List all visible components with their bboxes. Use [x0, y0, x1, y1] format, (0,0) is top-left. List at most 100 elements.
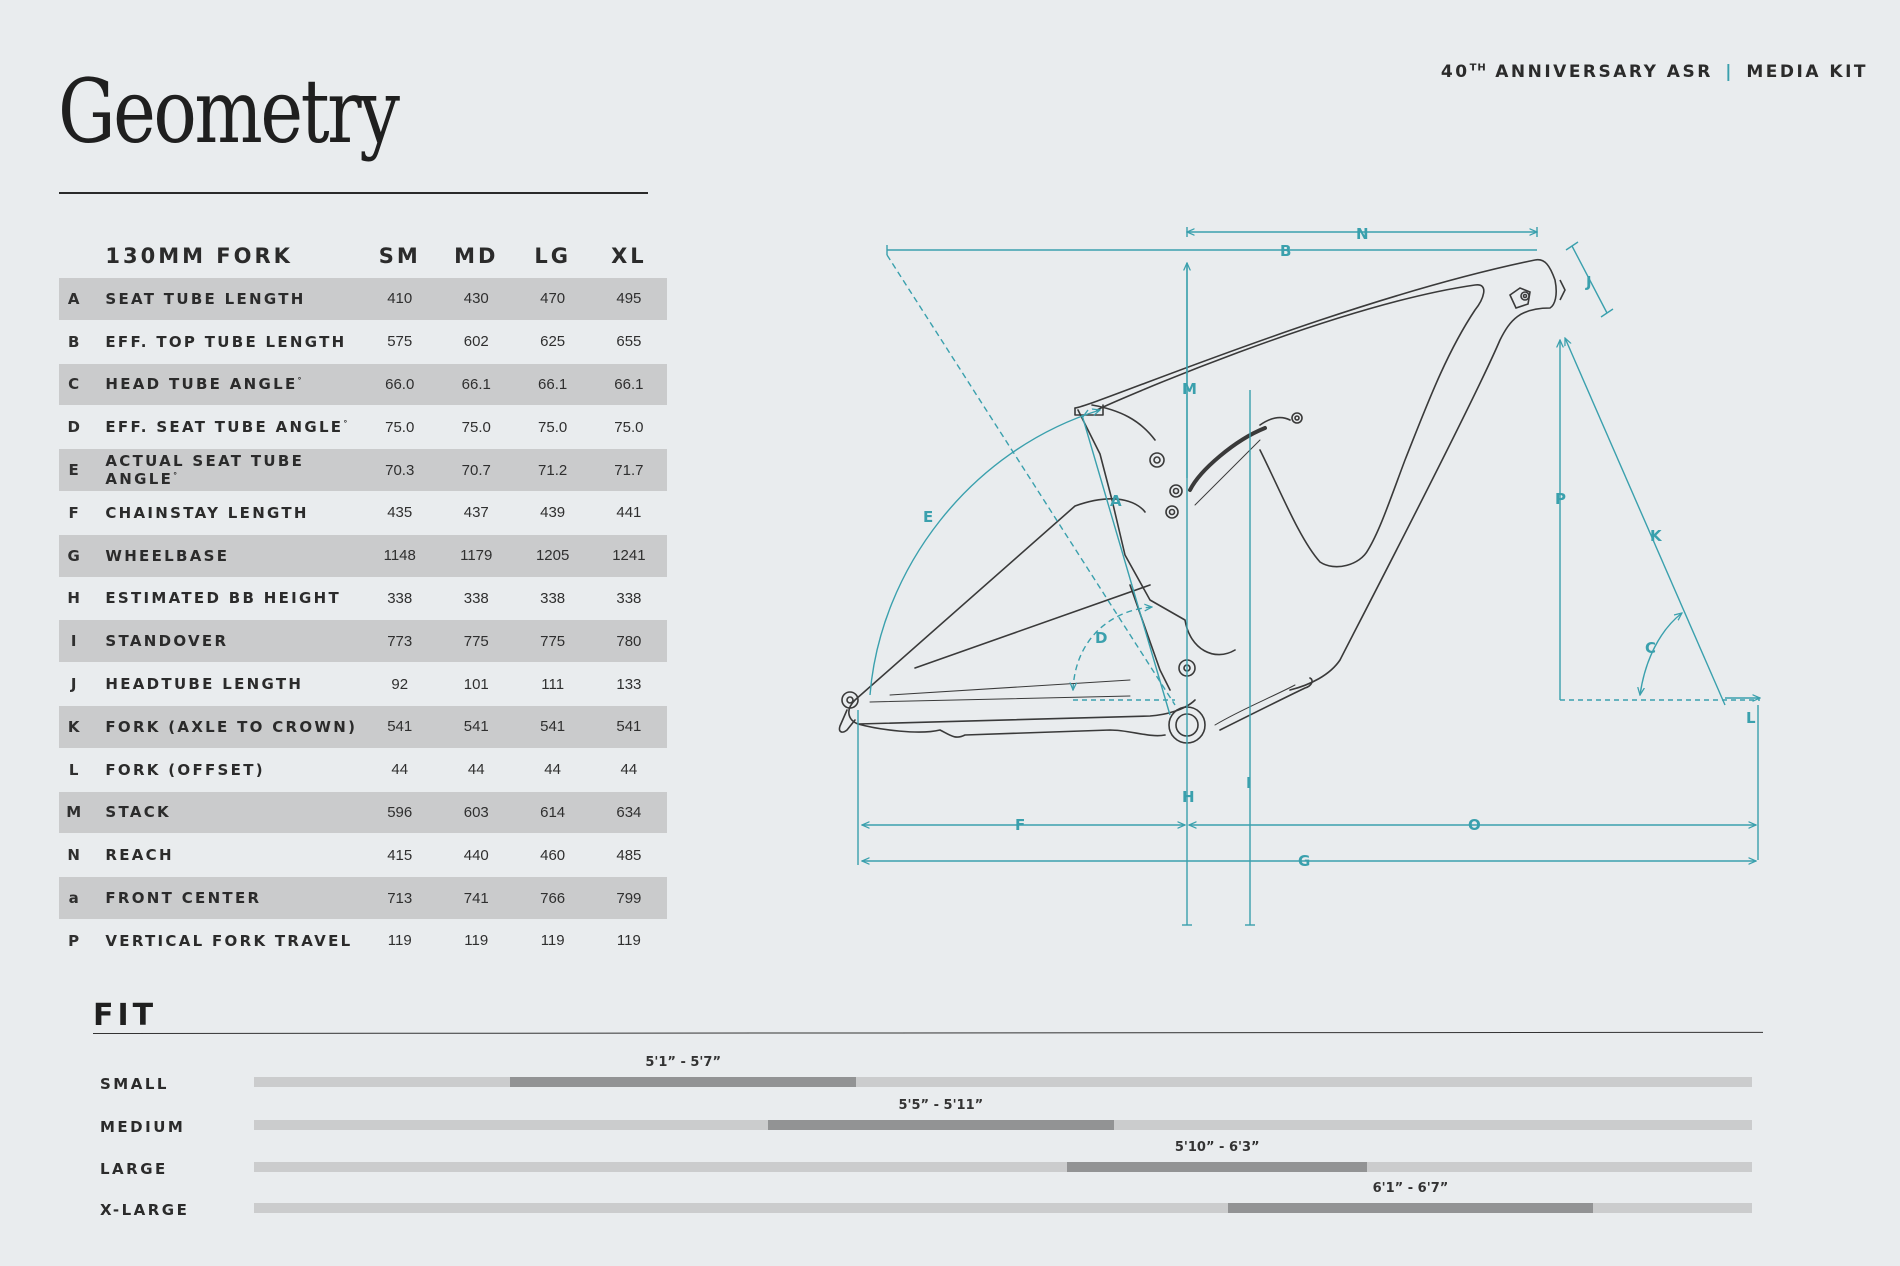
fit-row: X-LARGE 6'1” - 6'7” — [0, 1181, 1900, 1219]
row-label-degree: ° — [343, 419, 348, 429]
row-letter: E — [59, 448, 89, 492]
row-value-sm: 435 — [361, 490, 438, 535]
row-value-lg: 439 — [514, 490, 591, 535]
row-value-md: 602 — [437, 319, 515, 364]
row-value-lg: 71.2 — [514, 448, 591, 492]
row-letter: A — [59, 277, 89, 321]
row-label-text: STANDOVER — [105, 632, 229, 651]
row-value-lg: 625 — [514, 319, 591, 364]
row-value-lg: 119 — [514, 918, 591, 962]
fit-range-bar — [767, 1120, 1114, 1130]
row-label-degree: ° — [297, 376, 302, 386]
row-value-xl: 75.0 — [590, 405, 667, 449]
row-letter: C — [59, 362, 89, 406]
row-value-lg: 44 — [514, 747, 591, 792]
row-letter: L — [59, 747, 89, 792]
fit-range-label: 6'1” - 6'7” — [1372, 1181, 1449, 1196]
media-kit-header: 40TH ANNIVERSARY ASR | MEDIA KIT — [1441, 62, 1868, 82]
fit-range-label: 5'1” - 5'7” — [645, 1055, 722, 1070]
size-header-sm: SM — [378, 244, 421, 268]
row-value-xl: 541 — [590, 704, 667, 749]
dim-label-d: D — [1095, 629, 1107, 647]
dim-label-p: P — [1555, 490, 1566, 508]
row-label-text: REACH — [105, 846, 174, 865]
dim-label-g: G — [1298, 852, 1310, 870]
header-anniversary-text: ANNIVERSARY ASR — [1495, 62, 1713, 82]
dim-label-k: K — [1650, 527, 1663, 545]
row-letter: P — [59, 918, 89, 962]
row-value-xl: 780 — [590, 619, 667, 663]
row-value-lg: 338 — [514, 576, 591, 620]
row-value-md: 430 — [437, 277, 515, 321]
row-label-text: ACTUAL SEAT TUBE ANGLE — [105, 452, 305, 489]
row-value-sm: 92 — [361, 662, 438, 706]
row-letter: N — [59, 833, 89, 877]
fit-range-label: 5'10” - 6'3” — [1174, 1140, 1260, 1155]
dim-label-j: J — [1585, 273, 1592, 291]
row-label-text: STACK — [105, 803, 171, 822]
row-value-sm: 713 — [361, 876, 438, 920]
row-value-lg: 541 — [514, 704, 591, 749]
header-anniversary-number: 40 — [1440, 62, 1470, 82]
row-letter: I — [59, 619, 89, 663]
row-value-xl: 655 — [590, 319, 667, 364]
dim-label-l: L — [1746, 709, 1756, 727]
row-label: HEAD TUBE ANGLE° — [88, 362, 362, 406]
row-value-xl: 485 — [590, 833, 667, 877]
dimension-lines — [857, 227, 1760, 926]
fit-size-label: X-LARGE — [100, 1201, 190, 1219]
fit-range-label: 5'5” - 5'11” — [898, 1098, 984, 1113]
row-letter: M — [59, 790, 89, 834]
row-value-lg: 775 — [514, 619, 591, 663]
row-value-lg: 460 — [514, 833, 591, 877]
row-value-xl: 634 — [590, 790, 667, 834]
row-label: EFF. SEAT TUBE ANGLE° — [88, 405, 362, 449]
fit-track — [254, 1077, 1752, 1087]
row-label: FRONT CENTER — [88, 876, 362, 920]
row-letter: K — [59, 704, 89, 749]
row-label: WHEELBASE — [88, 533, 362, 578]
row-label-text: WHEELBASE — [105, 546, 230, 565]
row-value-xl: 44 — [590, 747, 667, 792]
row-letter: G — [59, 533, 89, 578]
row-label-text: VERTICAL FORK TRAVEL — [105, 931, 353, 950]
row-value-md: 541 — [437, 704, 515, 749]
size-header-xl: XL — [611, 244, 647, 268]
row-value-md: 603 — [437, 790, 515, 834]
fit-range-bar — [1227, 1203, 1594, 1213]
header-media-kit: MEDIA KIT — [1746, 62, 1868, 82]
dim-label-c: C — [1645, 639, 1656, 657]
row-letter: J — [59, 662, 89, 706]
row-label-text: EFF. SEAT TUBE ANGLE — [105, 418, 344, 437]
row-value-lg: 111 — [514, 662, 591, 706]
row-value-sm: 66.0 — [361, 362, 438, 406]
row-value-xl: 1241 — [590, 533, 667, 578]
row-value-sm: 541 — [361, 704, 438, 749]
dimension-labels: A B C D E F G H I J K L M N O P — [923, 225, 1756, 870]
row-value-md: 101 — [437, 662, 515, 706]
row-value-xl: 66.1 — [590, 362, 667, 406]
row-value-md: 775 — [437, 619, 515, 663]
geometry-table-header: 130MM FORK SM MD LG XL — [59, 235, 667, 278]
row-label: REACH — [88, 833, 362, 877]
row-label-text: FORK (AXLE TO CROWN) — [105, 717, 358, 736]
fit-track — [254, 1162, 1752, 1172]
row-value-xl: 133 — [590, 662, 667, 706]
fit-range-bar — [1067, 1162, 1367, 1172]
header-ordinal-suffix: TH — [1469, 62, 1487, 74]
